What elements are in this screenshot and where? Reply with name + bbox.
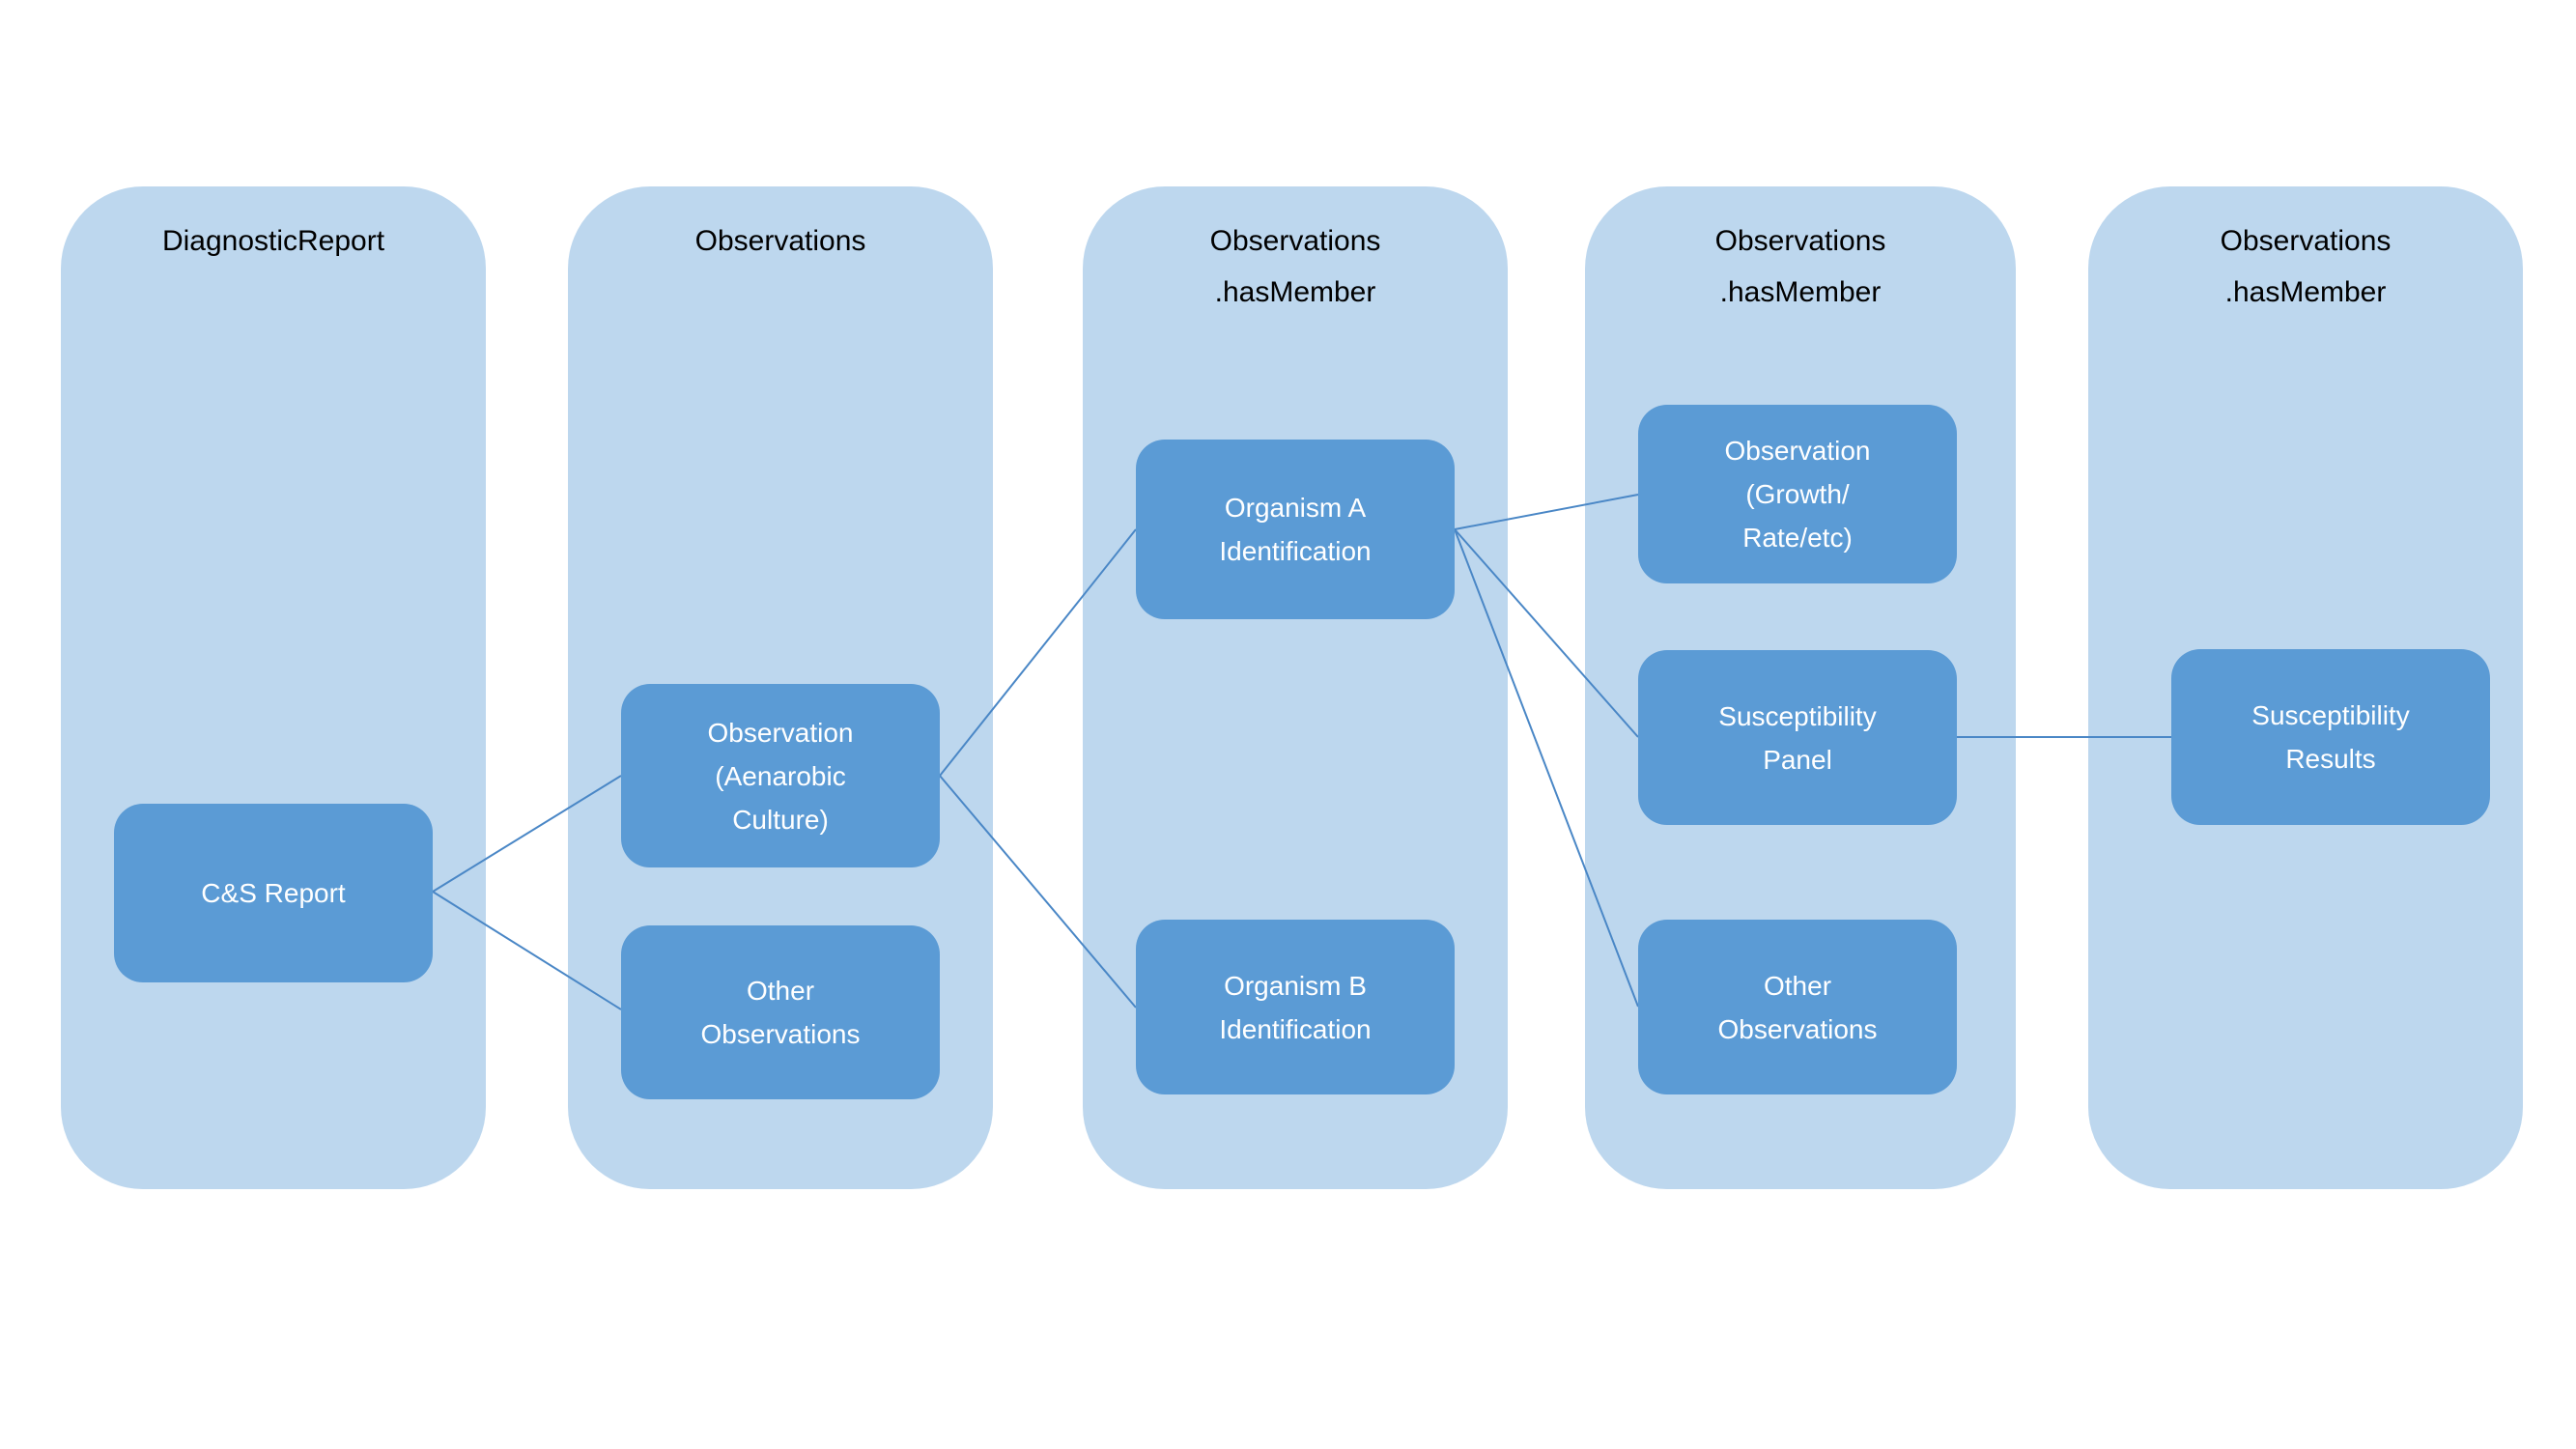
lane-diagnostic-report: DiagnosticReport (61, 186, 486, 1189)
node-other-observations-2: Other Observations (621, 925, 940, 1099)
connector-organisma-growth (1454, 494, 1639, 530)
node-growth-rate: Observation (Growth/ Rate/etc) (1638, 405, 1957, 583)
lane-header: Observations .hasMember (2220, 225, 2392, 308)
node-susceptibility-results: Susceptibility Results (2171, 649, 2490, 825)
connector-csreport-aenarobic (432, 775, 622, 893)
node-organism-a: Organism A Identification (1136, 440, 1455, 619)
node-other-observations-4: Other Observations (1638, 920, 1957, 1094)
node-aenarobic-culture: Observation (Aenarobic Culture) (621, 684, 940, 867)
connector-organisma-suscpanel (1454, 528, 1639, 738)
connector-aenarobic-organisma (939, 528, 1137, 777)
connector-aenarobic-organismb (939, 775, 1137, 1009)
lane-header: Observations .hasMember (1209, 225, 1381, 308)
connector-organisma-otherobs4 (1454, 528, 1639, 1008)
node-susceptibility-panel: Susceptibility Panel (1638, 650, 1957, 825)
node-organism-b: Organism B Identification (1136, 920, 1455, 1094)
lane-header: DiagnosticReport (161, 225, 385, 257)
lane-header: Observations (694, 225, 866, 257)
node-cs-report: C&S Report (114, 804, 433, 982)
connector-csreport-otherobs2 (432, 891, 622, 1010)
lane-header: Observations .hasMember (1714, 225, 1886, 308)
